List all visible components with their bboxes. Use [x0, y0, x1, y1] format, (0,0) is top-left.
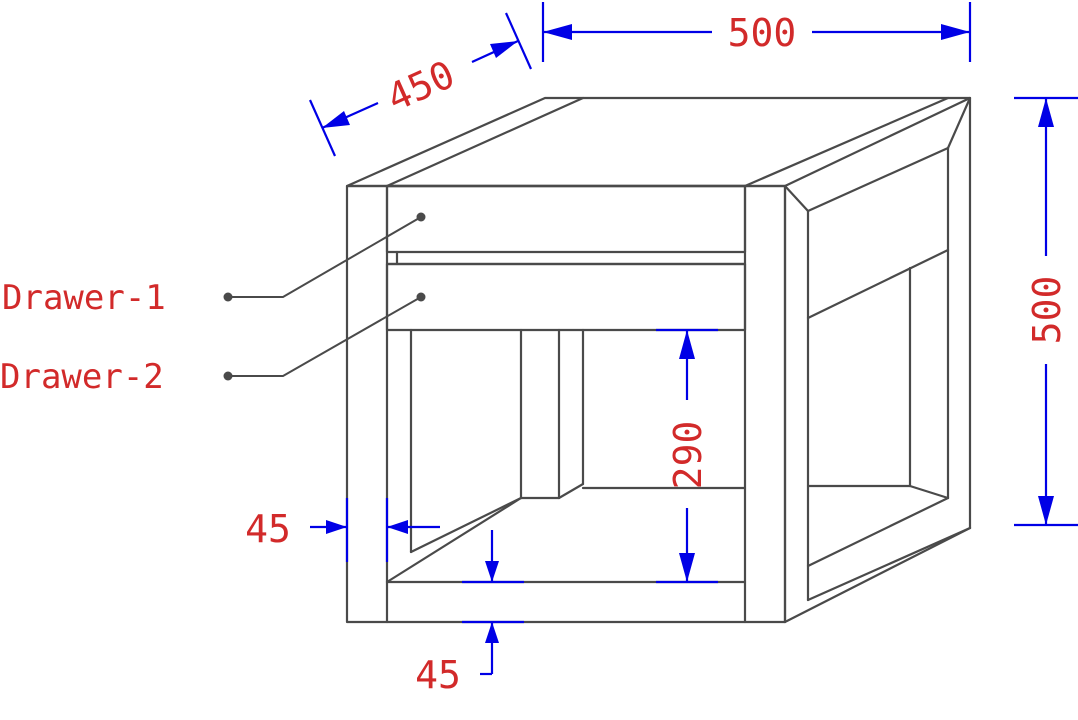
cabinet-top	[345, 96, 972, 188]
inner-floor-left2	[409, 496, 523, 554]
side-rail-arrow-right	[387, 520, 408, 534]
height-arrow-top	[1038, 98, 1054, 127]
drawer-1-callout: Drawer-1	[2, 212, 426, 318]
dimension-width: 500	[541, 2, 972, 62]
drawer-1-leader	[228, 216, 422, 298]
drawer-2-label: Drawer-2	[0, 357, 164, 397]
side-lower-rail-bottom	[806, 526, 972, 602]
side-inner-top	[806, 146, 950, 213]
dimension-side-rail: 45	[245, 498, 440, 562]
dimension-bottom-rail: 45	[415, 530, 524, 697]
cabinet-body	[345, 96, 972, 624]
drawer-1-leader-start	[223, 292, 233, 302]
side-lower-rail-top	[806, 496, 950, 568]
side-post-foot	[908, 484, 950, 500]
height-label: 500	[1025, 276, 1069, 345]
dimension-height: 500	[1014, 96, 1078, 527]
width-arrow-right	[941, 24, 970, 40]
back-post-foot2	[557, 482, 585, 500]
drawer-1-label: Drawer-1	[2, 278, 166, 318]
depth-arrow-left	[322, 111, 350, 128]
drawer-2-leader-end	[416, 292, 426, 302]
top-inner-right	[743, 96, 950, 188]
drawer-2-leader-start	[223, 371, 233, 381]
bottom-rail-arrow-bottom	[485, 622, 499, 643]
bottom-rail-label: 45	[415, 653, 461, 697]
depth-ext-right	[504, 12, 533, 70]
depth-arrow-right	[490, 41, 518, 58]
side-bottom-outer	[783, 526, 972, 624]
side-rail-label: 45	[245, 507, 291, 551]
bottom-rail-arrow-top	[485, 561, 499, 582]
inner-floor-left	[385, 496, 523, 584]
drawer-1-leader-end	[416, 212, 426, 222]
height-arrow-bottom	[1038, 496, 1054, 525]
drawer-2-leader	[228, 296, 422, 377]
dimension-clearance: 290	[656, 328, 718, 584]
clearance-arrow-bottom	[679, 553, 695, 582]
side-bevel	[783, 184, 810, 213]
side-bevel-back	[946, 96, 972, 150]
top-inner-left	[385, 96, 585, 188]
side-upper-rail	[806, 248, 950, 320]
clearance-arrow-top	[679, 330, 695, 359]
drawer-2-callout: Drawer-2	[0, 292, 426, 397]
drawer-2-front	[385, 262, 747, 332]
side-rail-arrow-left	[326, 520, 347, 534]
width-label: 500	[728, 11, 797, 55]
width-arrow-left	[543, 24, 572, 40]
dimension-depth: 450	[308, 12, 533, 157]
clearance-label: 290	[666, 421, 710, 490]
depth-label: 450	[380, 52, 461, 120]
drawer-1-front	[385, 184, 747, 254]
